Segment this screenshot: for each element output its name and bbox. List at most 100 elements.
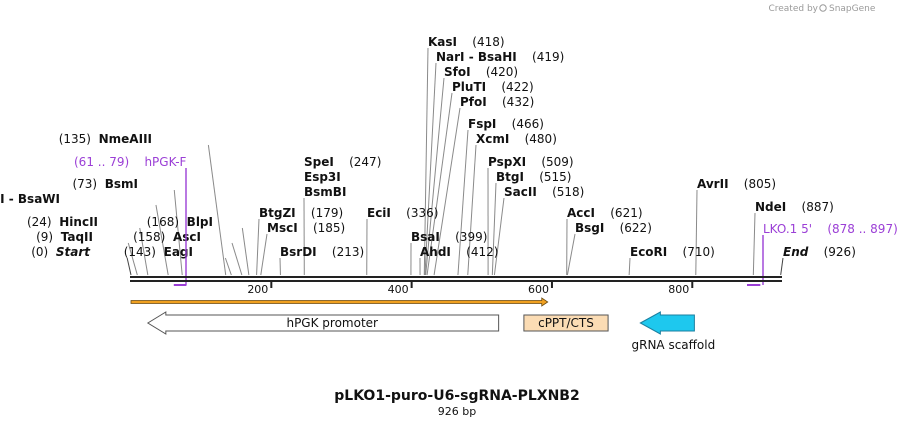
site-pos-ecori: (710)	[683, 245, 715, 259]
site-leader-pfoi	[433, 107, 461, 276]
site-taqii: (9) TaqII	[36, 230, 93, 244]
site-leader-end	[780, 257, 784, 276]
primer-name-lko-1-5: LKO.1 5'	[763, 222, 812, 236]
site-leader-taqii	[127, 242, 138, 276]
tick-400: 400	[388, 282, 413, 296]
site-ahdi: AhdI (412)	[420, 245, 498, 259]
site-ecori: EcoRI (710)	[630, 245, 715, 259]
credit-prefix: Created by	[768, 4, 818, 14]
site-gap	[296, 206, 311, 220]
site-bspei-bsawi: (53) BspEI - BsaWI	[0, 192, 60, 206]
primer-hpgk-f: (61 .. 79) hPGK-F	[74, 155, 187, 286]
site-hincii: (24) HincII	[27, 215, 98, 229]
site-label-pluti: PluTI (422)	[452, 80, 534, 94]
site-pos-pspxi: (509)	[541, 155, 573, 169]
site-leader-bsgi	[566, 233, 576, 276]
site-asci: (158) AscI	[133, 230, 201, 244]
site-leader-bspei-bsawi	[155, 204, 169, 276]
site-kasi: KasI (418)	[428, 35, 505, 49]
site-name-kasi: KasI	[428, 35, 457, 49]
site-labels: (0) Start(9) TaqII(24) HincII(53) BspEI …	[0, 35, 856, 259]
site-leader-pluti	[426, 92, 453, 276]
site-gap	[53, 230, 61, 244]
site-leader-kasi	[423, 47, 429, 276]
site-label-nari-bsahi: NarI - BsaHI (419)	[436, 50, 564, 64]
site-leader-sfoi	[425, 77, 445, 276]
site-pos-fspi: (466)	[512, 117, 544, 131]
site-gap	[91, 132, 99, 146]
site-gap	[334, 155, 349, 169]
site-name-msci: MscI	[267, 221, 298, 235]
site-gap	[524, 170, 539, 184]
site-sfoi: SfoI (420)	[444, 65, 518, 79]
site-pos-nari-bsahi: (419)	[532, 50, 564, 64]
site-name-bsai: BsaI	[411, 230, 440, 244]
site-leader-nari-bsahi	[424, 62, 437, 276]
site-leader-sacii	[493, 197, 505, 276]
site-label-btgi: BtgI (515)	[496, 170, 571, 184]
site-label-kasi: KasI (418)	[428, 35, 505, 49]
site-label-avrii: AvrII (805)	[697, 177, 776, 191]
feature-hpgk-promoter: hPGK promoter	[146, 311, 500, 335]
site-name-xcmi: XcmI	[476, 132, 509, 146]
site-bsgi: BsgI (622)	[575, 221, 652, 235]
site-leader-btgzi	[256, 218, 260, 276]
site-gap	[457, 35, 472, 49]
site-label-pspxi: PspXI (509)	[488, 155, 574, 169]
tick-label-200: 200	[247, 283, 268, 296]
site-pos-btgi: (515)	[539, 170, 571, 184]
site-gap	[526, 155, 541, 169]
site-pos-avrii: (805)	[744, 177, 776, 191]
site-name-ecii: EciI	[367, 206, 391, 220]
site-pos-ndei: (887)	[802, 200, 834, 214]
site-spei: SpeI (247)	[304, 155, 381, 169]
site-label-ahdi: AhdI (412)	[420, 245, 498, 259]
site-pos-pfoi: (432)	[502, 95, 534, 109]
tick-label-800: 800	[668, 283, 689, 296]
site-avrii: AvrII (805)	[697, 177, 776, 191]
tick-mark-800	[691, 282, 694, 288]
site-pos-pluti: (422)	[501, 80, 533, 94]
site-name-nmeaiii: NmeAIII	[99, 132, 152, 146]
site-name-bspei-bsawi: BspEI - BsaWI	[0, 192, 60, 206]
site-pos-ecii: (336)	[406, 206, 438, 220]
site-leader-nmeaiii	[207, 144, 227, 276]
site-gap	[97, 177, 105, 191]
site-leader-ecori	[628, 257, 631, 276]
map-title: pLKO1-puro-U6-sgRNA-PLXNB2	[334, 388, 579, 404]
tick-200: 200	[247, 282, 273, 296]
site-gap	[786, 200, 801, 214]
site-label-spei: SpeI (247)	[304, 155, 381, 169]
site-name-spei: SpeI	[304, 155, 334, 169]
site-name-end: End	[783, 245, 809, 259]
site-esp3i: Esp3I	[304, 170, 341, 184]
site-label-fspi: FspI (466)	[468, 117, 544, 131]
site-label-blpi: (168) BlpI	[147, 215, 213, 229]
snapgene-logo-icon	[819, 4, 827, 12]
site-label-esp3i: Esp3I	[304, 170, 341, 184]
backbone-strand-top	[130, 276, 782, 278]
feature-cppt-cts: cPPT/CTS	[523, 314, 609, 332]
site-pos-asci: (158)	[133, 230, 165, 244]
site-label-sfoi: SfoI (420)	[444, 65, 518, 79]
site-leader-xcmi	[467, 144, 477, 276]
site-btgzi: BtgZI (179)	[259, 206, 343, 220]
site-name-ahdi: AhdI	[420, 245, 451, 259]
site-gap	[496, 117, 511, 131]
site-gap	[509, 132, 524, 146]
site-label-bsai: BsaI (399)	[411, 230, 487, 244]
site-label-msci: MscI (185)	[267, 221, 345, 235]
site-name-start: Start	[56, 245, 91, 259]
site-gap	[537, 185, 552, 199]
site-leader-msci	[260, 233, 268, 276]
site-fspi: FspI (466)	[468, 117, 544, 131]
site-gap	[391, 206, 406, 220]
site-name-sfoi: SfoI	[444, 65, 471, 79]
site-name-asci: AscI	[173, 230, 201, 244]
site-ecii: EciI (336)	[367, 206, 438, 220]
site-name-avrii: AvrII	[697, 177, 729, 191]
site-name-taqii: TaqII	[61, 230, 93, 244]
tick-800: 800	[668, 282, 694, 296]
